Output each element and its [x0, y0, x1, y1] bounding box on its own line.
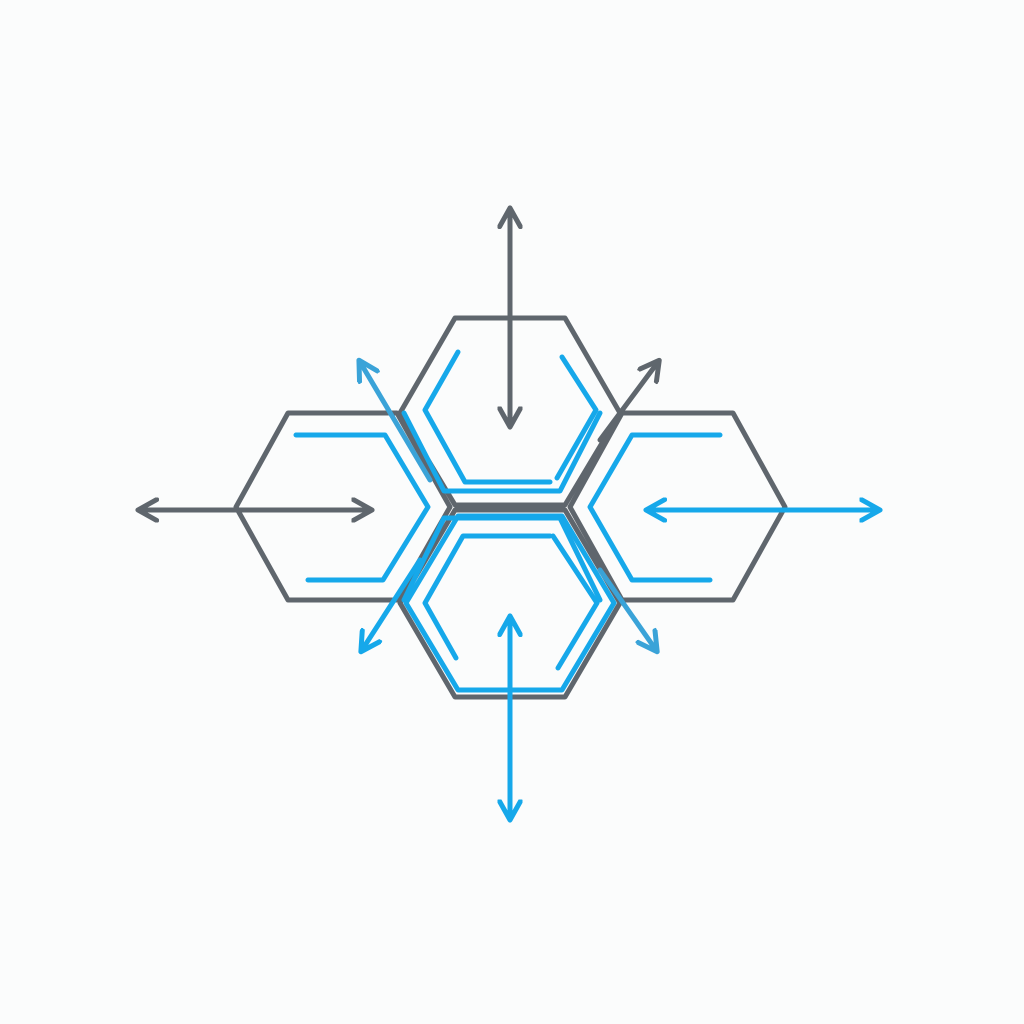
arrow-lower-left-diagonal [362, 557, 423, 650]
hex-bottom-bracket-right [550, 533, 600, 671]
hex-left-bracket [293, 432, 431, 583]
hex-top [397, 315, 623, 508]
hex-bottom-bracket-left [422, 533, 553, 661]
arrow-upper-right-diagonal [597, 362, 658, 443]
hex-bottom-outline [397, 507, 623, 700]
center-weave [401, 410, 603, 603]
hex-right-bracket [587, 432, 723, 583]
center-weave-upper [401, 410, 603, 494]
hex-top-bracket-left [422, 349, 553, 485]
center-weave-lower [401, 515, 603, 603]
hex-right [567, 410, 788, 603]
hex-bottom-inner-outline [403, 513, 617, 693]
arrow-lower-right-diagonal [597, 567, 656, 650]
hex-top-bracket-right [554, 354, 599, 481]
hex-right-outline [567, 410, 788, 603]
hex-top-outline [397, 315, 623, 508]
arrow-upper-left-diagonal [360, 362, 433, 483]
hex-bottom [397, 507, 623, 700]
